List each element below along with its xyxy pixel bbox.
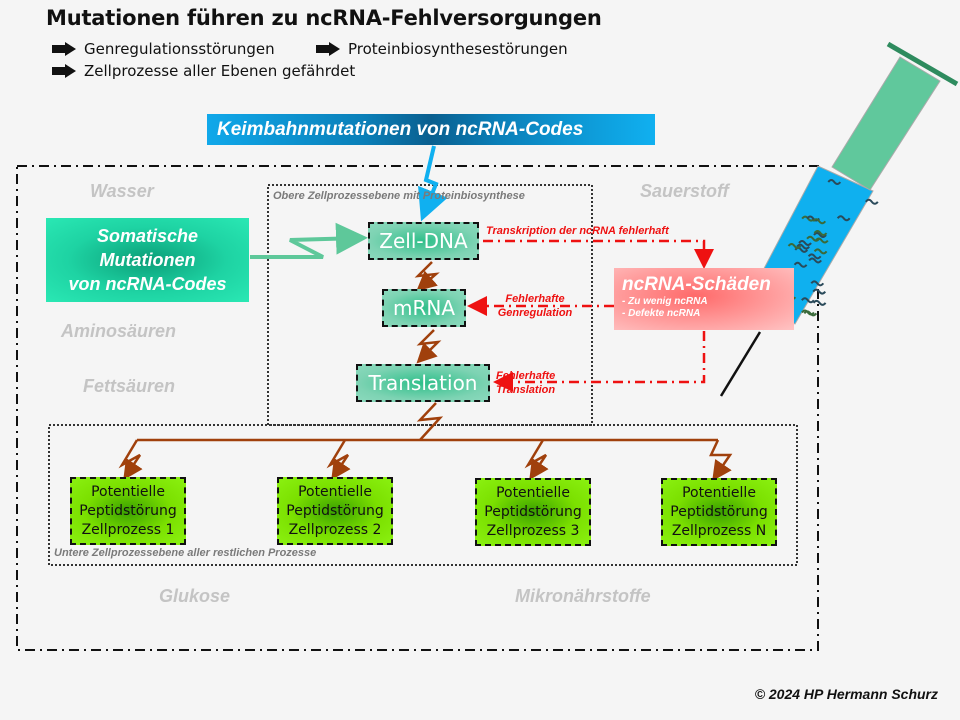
rna-particle	[806, 235, 820, 242]
bullet-text: Zellprozesse aller Ebenen gefährdet	[84, 62, 356, 80]
rna-particle	[812, 299, 827, 306]
rna-particle	[836, 215, 851, 222]
edge-label-translation: Fehlerhafte Translation	[496, 369, 556, 397]
pep-line: Peptidstörung	[670, 503, 768, 520]
nutrient-sauerstoff: Sauerstoff	[640, 181, 729, 201]
mrna-to-translation-arrow	[416, 329, 442, 364]
peptide-process-1: Potentielle Peptidstörung Zellprozess 1	[70, 477, 186, 545]
peptide-process-n: Potentielle Peptidstörung Zellprozess N	[661, 478, 777, 546]
somatic-line: von ncRNA-Codes	[68, 274, 227, 294]
rna-particle	[812, 288, 827, 295]
bus-to-procN-arrow	[709, 439, 733, 482]
damage-title: ncRNA-Schäden	[622, 274, 771, 295]
edge-label-line: Translation	[496, 384, 556, 396]
somatic-mutations-box: Somatische Mutationen von ncRNA-Codes	[46, 218, 249, 302]
somatic-arrow	[250, 222, 368, 259]
pep-line: Peptidstörung	[484, 503, 582, 520]
edge-label-line: Fehlerhafte	[505, 293, 565, 305]
somatic-line: Somatische	[96, 226, 199, 246]
pep-line: Potentielle	[496, 484, 570, 501]
nutrient-aminosaeuren: Aminosäuren	[61, 321, 177, 341]
rna-particle	[798, 239, 812, 246]
syringe-icon	[719, 41, 959, 397]
pep-line: Zellprozess 2	[288, 521, 382, 538]
page-title: Mutationen führen zu ncRNA-Fehlversorgun…	[46, 6, 602, 30]
peptide-process-3: Potentielle Peptidstörung Zellprozess 3	[475, 478, 591, 546]
edge-label-line: Genregulation	[497, 307, 573, 319]
rna-particle	[796, 243, 810, 250]
bus-to-proc1-arrow	[118, 439, 143, 481]
node-mrna: mRNA	[382, 289, 466, 327]
node-zell-dna: Zell-DNA	[368, 222, 479, 260]
damage-item: - Defekte ncRNA	[622, 308, 701, 319]
translation-to-bus-arrow	[416, 402, 444, 441]
bullet-proteinbiosynthese: Proteinbiosynthesestörungen	[316, 40, 568, 58]
rna-particle	[810, 280, 825, 287]
rna-particle	[812, 218, 827, 225]
pep-line: Potentielle	[682, 484, 756, 501]
rna-particle	[865, 198, 879, 205]
bullet-text: Proteinbiosynthesestörungen	[348, 40, 568, 58]
rna-particle	[813, 230, 828, 237]
rna-particle	[814, 237, 829, 244]
rna-particle	[803, 310, 818, 317]
germline-arrow	[418, 145, 448, 222]
edge-label-line: Fehlerhafte	[496, 370, 556, 382]
nutrient-fettsaeuren: Fettsäuren	[83, 376, 176, 396]
edge-label-transcription: Transkription der ncRNA fehlerhaft	[486, 225, 669, 237]
pep-line: Peptidstörung	[79, 502, 177, 519]
nutrient-glukose: Glukose	[159, 586, 231, 606]
transcription-error-line	[483, 239, 714, 269]
peptide-process-2: Potentielle Peptidstörung Zellprozess 2	[277, 477, 393, 545]
pep-line: Potentielle	[298, 483, 372, 500]
bullet-zellprozesse: Zellprozesse aller Ebenen gefährdet	[52, 62, 355, 80]
pep-line: Zellprozess N	[671, 522, 767, 539]
upper-level-label: Obere Zellprozessebene mit Proteinbiosyn…	[273, 190, 525, 202]
germline-mutations-box: Keimbahnmutationen von ncRNA-Codes	[207, 114, 655, 145]
dna-to-mrna-arrow	[414, 261, 440, 292]
rna-particle	[813, 232, 827, 239]
cell-boundary	[16, 165, 819, 651]
bus-to-proc2-arrow	[326, 439, 351, 481]
nutrient-wasser: Wasser	[90, 181, 154, 201]
pep-line: Zellprozess 3	[486, 522, 580, 539]
rna-particle	[801, 297, 815, 304]
copyright: © 2024 HP Hermann Schurz	[754, 686, 938, 702]
rna-particle	[813, 248, 828, 255]
bullet-genregulation: Genregulationsstörungen	[52, 40, 275, 58]
rna-particle	[827, 179, 842, 186]
node-translation: Translation	[356, 364, 490, 402]
rna-particle	[807, 253, 822, 260]
pep-line: Zellprozess 1	[81, 521, 175, 538]
bus-to-proc3-arrow	[524, 439, 549, 481]
right-arrow-icon	[316, 42, 340, 56]
edge-label-genregulation: Fehlerhafte Genregulation	[490, 292, 580, 320]
somatic-line: Mutationen	[99, 250, 196, 270]
bullet-text: Genregulationsstörungen	[84, 40, 275, 58]
rna-particle	[787, 243, 802, 250]
ncrna-damage-box: ncRNA-Schäden - Zu wenig ncRNA - Defekte…	[614, 268, 794, 330]
translation-error-line	[493, 331, 706, 392]
lower-level-box	[48, 424, 798, 566]
rna-particle	[808, 257, 822, 264]
nutrient-mikronaehrstoffe: Mikronährstoffe	[515, 586, 651, 606]
right-arrow-icon	[52, 42, 76, 56]
lower-level-label: Untere Zellprozessebene aller restlichen…	[54, 547, 317, 559]
pep-line: Potentielle	[91, 483, 165, 500]
rna-particle	[793, 261, 808, 268]
right-arrow-icon	[52, 64, 76, 78]
pep-line: Peptidstörung	[286, 502, 384, 519]
damage-item: - Zu wenig ncRNA	[622, 296, 708, 307]
